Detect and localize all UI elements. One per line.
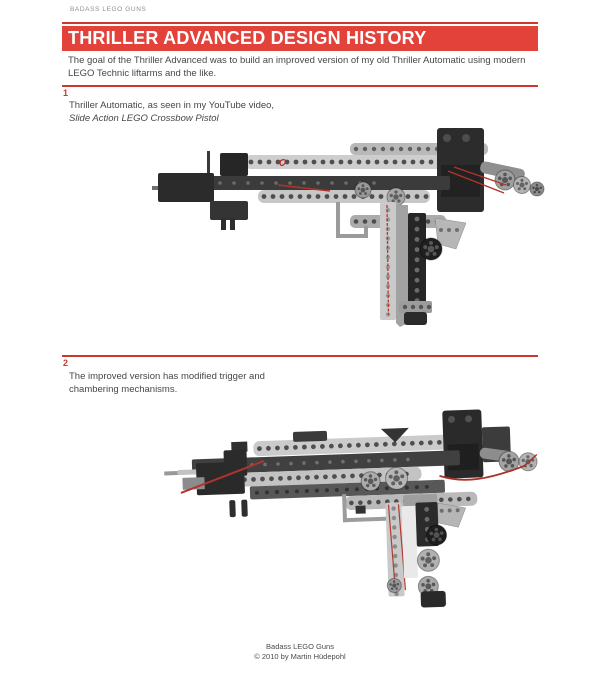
section-1-caption: Thriller Automatic, as seen in my YouTub… xyxy=(69,99,274,125)
magazine-grip xyxy=(380,202,443,327)
top-rule xyxy=(62,22,538,24)
section-2-number: 2 xyxy=(63,358,69,368)
muzzle-assembly xyxy=(152,151,248,230)
footer-line-1: Badass LEGO Guns xyxy=(266,642,334,651)
page-footer: Badass LEGO Guns © 2010 by Martin Hüdepo… xyxy=(0,642,600,662)
caption-line: chambering mechanisms. xyxy=(69,384,178,395)
rubber-band xyxy=(277,184,331,192)
center-gear xyxy=(360,471,381,492)
caption-line: Thriller Automatic, as seen in my YouTub… xyxy=(69,100,275,111)
section-1-rule xyxy=(62,85,538,87)
rubber-band xyxy=(453,166,507,186)
gun-photo-thriller-automatic xyxy=(152,128,545,327)
footer-line-2: © 2010 by Martin Hüdepohl xyxy=(254,652,346,661)
right-gear-cluster xyxy=(447,161,545,197)
top-rail xyxy=(245,155,467,169)
caption-line: The improved version has modified trigge… xyxy=(69,371,265,382)
center-gear xyxy=(354,181,372,199)
page-header-imprint: BADASS LEGO GUNS xyxy=(70,6,147,13)
lower-beam xyxy=(258,190,430,203)
section-2-caption: The improved version has modified trigge… xyxy=(69,370,265,396)
gun-photo-thriller-advanced xyxy=(164,409,538,608)
center-gear xyxy=(385,466,409,490)
section-2-rule xyxy=(62,355,538,357)
receiver-block xyxy=(437,128,484,212)
grip-top-beam xyxy=(345,491,478,528)
muzzle-assembly xyxy=(164,441,265,518)
title-banner: THRILLER ADVANCED DESIGN HISTORY xyxy=(62,26,538,51)
rubber-band-loop xyxy=(278,158,287,167)
intro-paragraph: The goal of the Thriller Advanced was to… xyxy=(68,55,526,79)
page-title: THRILLER ADVANCED DESIGN HISTORY xyxy=(68,28,427,48)
right-gear-cluster xyxy=(439,447,538,481)
rubber-band xyxy=(447,170,505,194)
grip-gear-train xyxy=(385,494,448,608)
trigger-guard xyxy=(336,202,368,238)
section-1-number: 1 xyxy=(63,88,69,98)
center-gear xyxy=(386,187,406,207)
top-rail xyxy=(253,427,459,457)
caption-line-video-title: Slide Action LEGO Crossbow Pistol xyxy=(69,113,219,124)
rubber-band xyxy=(180,460,265,494)
